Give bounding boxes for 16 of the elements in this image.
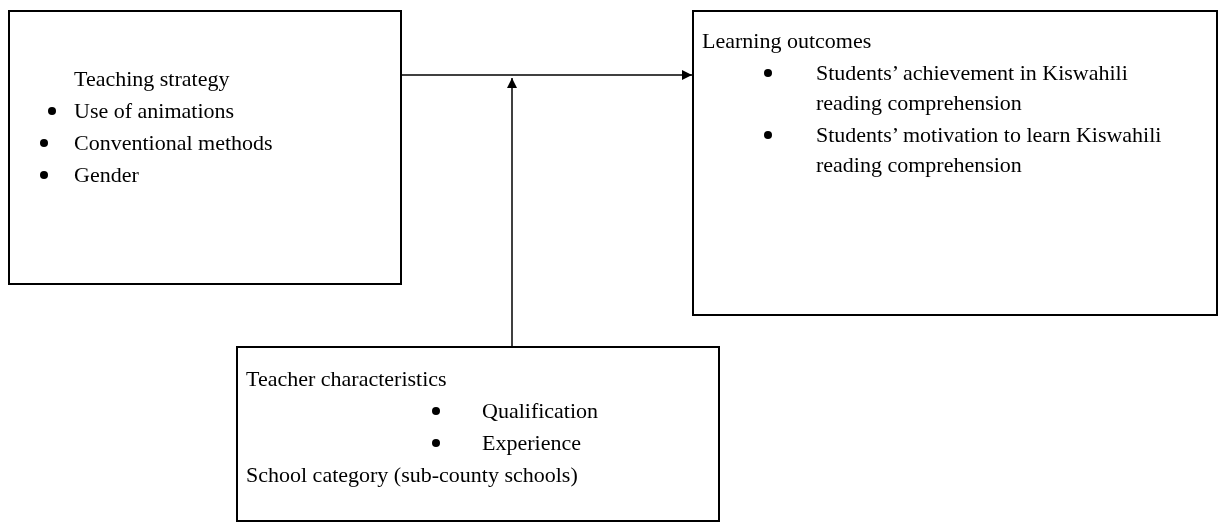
arrow — [507, 77, 517, 347]
list-item: Experience — [482, 429, 581, 457]
text-box — [8, 10, 402, 285]
list-item: Conventional methods — [74, 129, 274, 157]
text-box — [692, 10, 1218, 316]
list-item: Qualification — [482, 397, 599, 425]
list-item: Students’ motivation to learn Kiswahili reading comprehension — [816, 121, 1163, 179]
heading-text: Teacher characteristics — [246, 365, 447, 393]
text-box — [236, 346, 720, 522]
heading-text: Teaching strategy — [74, 65, 230, 93]
arrow — [401, 70, 693, 80]
list-item: Students’ achievement in Kiswahili reading comprehension — [816, 59, 1129, 117]
heading-text: Learning outcomes — [702, 27, 872, 55]
list-item: Use of animations — [74, 97, 235, 125]
heading-text: School category (sub-county schools) — [246, 461, 578, 489]
list-item: Gender — [74, 161, 139, 189]
